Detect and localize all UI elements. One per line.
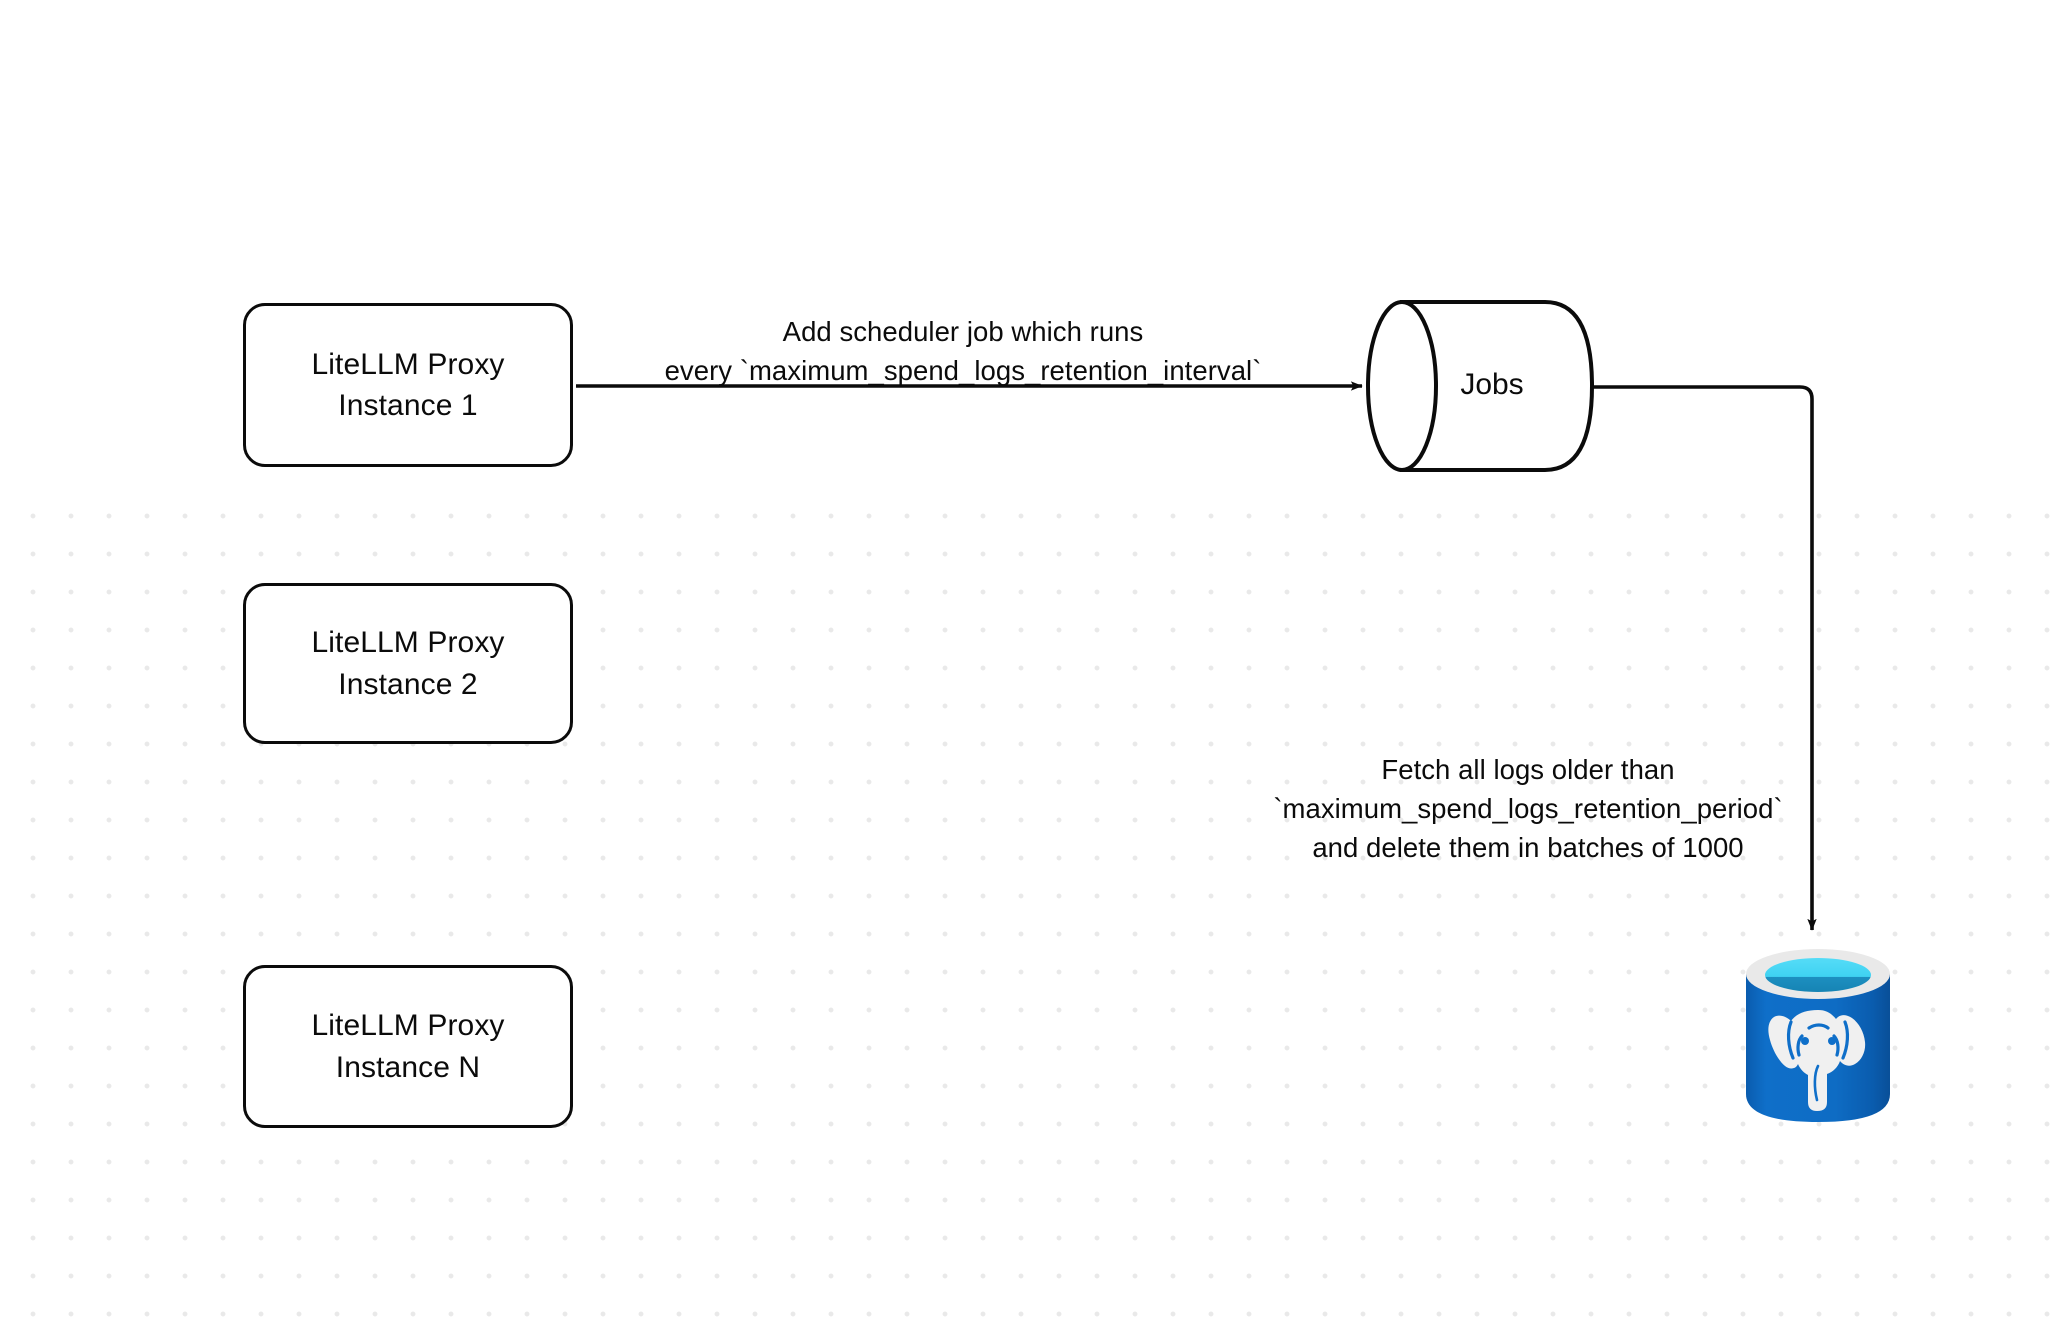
node-proxy-instance-2-line2: Instance 2 [338, 667, 478, 701]
node-proxy-instance-1-line2: Instance 1 [338, 389, 478, 422]
edge-label-proxy1-to-jobs: Add scheduler job which runs every `maxi… [613, 312, 1313, 390]
node-proxy-instance-1[interactable]: LiteLLM Proxy Instance 1 [243, 303, 573, 467]
node-proxy-instance-2-line1: LiteLLM Proxy [311, 626, 505, 660]
node-proxy-instance-n-line1: LiteLLM Proxy [311, 1009, 505, 1043]
node-proxy-instance-1-line1: LiteLLM Proxy [311, 347, 505, 381]
node-proxy-instance-n[interactable]: LiteLLM Proxy Instance N [243, 965, 573, 1128]
edge-label-proxy1-line1: Add scheduler job which runs [782, 316, 1144, 347]
edge-label-jobs-to-postgres: Fetch all logs older than `maximum_spend… [1248, 750, 1808, 867]
edge-jobs-to-postgres-path [1592, 385, 1817, 931]
edge-label-postgres-line3: and delete them in batches of 1000 [1312, 832, 1744, 864]
node-proxy-instance-2[interactable]: LiteLLM Proxy Instance 2 [243, 583, 573, 744]
edge-label-postgres-line1: Fetch all logs older than [1381, 754, 1675, 785]
node-proxy-instance-n-line2: Instance N [335, 1050, 481, 1084]
node-jobs-queue-label[interactable]: Jobs [1460, 368, 1524, 401]
edge-label-proxy1-line2: every `maximum_spend_logs_retention_inte… [664, 355, 1262, 387]
edge-label-postgres-line2: `maximum_spend_logs_retention_period` [1273, 793, 1783, 825]
postgres-database-icon [1746, 949, 1890, 1122]
